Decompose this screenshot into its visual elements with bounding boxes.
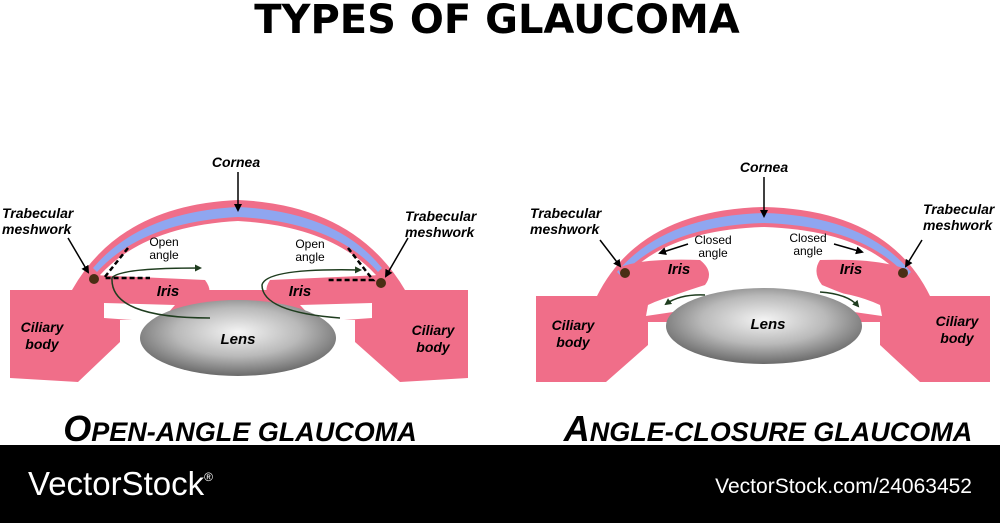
meshwork-pointer-left-a [67, 237, 90, 274]
meshwork-left-b [620, 268, 630, 278]
angle-closure-caption: ANGLE-CLOSURE GLAUCOMA [563, 408, 972, 449]
lens-left [140, 300, 336, 376]
flow-arrow-right-a [261, 266, 362, 319]
flow-arrow-left-a [111, 264, 211, 319]
flow-arrow-right-b [819, 291, 860, 308]
open-angle-marker-left [101, 247, 150, 280]
meshwork-left-a [89, 274, 99, 284]
lens-label-b: Lens [750, 316, 785, 333]
lens-label-a: Lens [220, 331, 255, 348]
cornea-layer-left [93, 207, 382, 272]
canal-left-b [646, 290, 712, 316]
closed-pointer-left [658, 243, 689, 255]
iris-label-right-a: Iris [289, 283, 312, 300]
meshwork-pointer-right-a [384, 237, 409, 278]
open-angle-eye [10, 172, 468, 382]
iris-right-a [266, 275, 382, 303]
footer-url: VectorStock.com/24063452 [715, 475, 972, 498]
angle-closure-eye [536, 177, 990, 382]
lens-right [666, 288, 862, 364]
closed-pointer-right [833, 243, 864, 255]
cornea-layer-right [617, 213, 911, 276]
iris-label-right-b: Iris [840, 261, 863, 278]
flow-arrow-left-b [664, 294, 706, 306]
cornea-label-b: Cornea [740, 159, 788, 175]
meshwork-right-b [898, 268, 908, 278]
cornea-label-a: Cornea [212, 154, 260, 170]
meshwork-pointer-left-b [599, 239, 622, 268]
iris-label-left-b: Iris [668, 261, 691, 278]
page-title: TYPES OF GLAUCOMA [254, 0, 740, 43]
iris-right-b [816, 259, 908, 305]
iris-left-a [92, 275, 210, 303]
meshwork-pointer-right-b [904, 239, 923, 268]
footer-bar [0, 445, 1000, 523]
meshwork-right-a [376, 278, 386, 288]
canal-right-b [814, 290, 882, 316]
open-angle-caption: OPEN-ANGLE GLAUCOMA [63, 408, 417, 449]
iris-left-b [618, 259, 709, 305]
open-angle-marker-right [326, 247, 376, 282]
anterior-chamber-left [100, 221, 376, 290]
footer-brand: VectorStock® [28, 465, 213, 502]
iris-label-left-a: Iris [157, 283, 180, 300]
